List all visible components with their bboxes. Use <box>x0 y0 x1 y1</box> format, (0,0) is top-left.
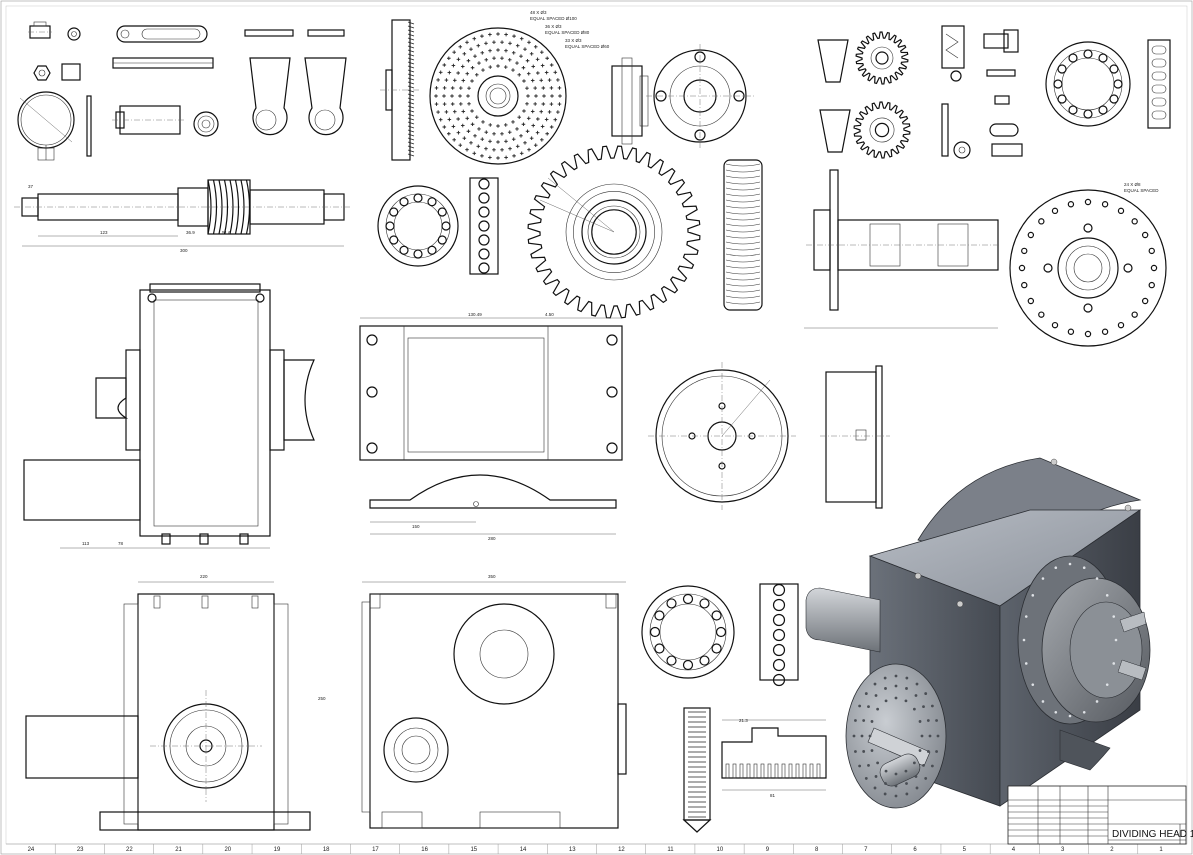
small-spur-gear-b <box>853 101 911 159</box>
shaft-segment-b-dim: 36.9 <box>186 230 195 235</box>
front-base-dim: 78 <box>118 541 124 546</box>
equal-spaced-c-label: EQUAL SPACED Ø60 <box>565 44 610 49</box>
equal-spaced-d-label: EQUAL SPACED <box>1124 188 1159 193</box>
block-length-dim: 81 <box>770 793 776 798</box>
zone-label: 16 <box>421 847 428 853</box>
housing-top-width-dim: 220 <box>200 574 208 579</box>
index-plate-3d-holes <box>852 674 940 798</box>
zone-label: 17 <box>372 847 379 853</box>
small-spur-gear-a <box>855 31 909 85</box>
worm-wheel-edge-teeth <box>725 163 761 305</box>
large-spur-gear <box>527 145 701 319</box>
shaft-segment-c-dim: 51.6 <box>222 230 231 235</box>
zone-label: 10 <box>717 847 724 853</box>
worm-shaft-view <box>14 179 352 247</box>
zone-label: 20 <box>224 847 231 853</box>
lever-plate-views <box>244 29 347 136</box>
worm-wheel-side-view <box>380 19 420 161</box>
slot-plate-views <box>112 25 214 69</box>
chuck-jaw-block <box>721 719 827 791</box>
front-plate-width-dim: 350 <box>488 574 496 579</box>
bearing-balls <box>1053 45 1167 120</box>
zone-label: 7 <box>864 847 868 853</box>
hole-pattern-c-label: 33 X Ø3 <box>565 38 582 43</box>
drawing-title: DIVIDING HEAD 1 <box>1112 829 1193 840</box>
worm-wheel-edge-view <box>723 159 763 311</box>
zone-label: 8 <box>815 847 819 853</box>
block-width-dim: 21.3 <box>739 718 748 723</box>
zone-label: 21 <box>175 847 182 853</box>
bearing-side-balls <box>772 583 786 687</box>
bevel-gear-views <box>817 39 851 153</box>
zone-label: 12 <box>618 847 625 853</box>
plate-right-dim: 4.50 <box>545 312 554 317</box>
index-plate-hole-circles <box>434 32 562 160</box>
zone-label: 3 <box>1061 847 1065 853</box>
circular-cover-front-view <box>648 362 796 510</box>
housing-front-view <box>25 581 311 831</box>
bearing-side-balls <box>478 178 490 274</box>
chuck-ring-holes <box>1022 562 1118 718</box>
zone-label: 13 <box>569 847 576 853</box>
spindle-flange-front-view <box>1009 189 1167 347</box>
zone-label: 2 <box>1110 847 1114 853</box>
zone-label: 1 <box>1159 847 1163 853</box>
shaft-segment-a-dim: 123 <box>100 230 108 235</box>
worm-thread <box>207 179 251 235</box>
arc-plate-length-dim: 150 <box>412 524 420 529</box>
zone-label: 23 <box>77 847 84 853</box>
zone-label: 4 <box>1012 847 1016 853</box>
sheet-size: A3 <box>1181 828 1185 832</box>
top-plate-view <box>359 317 623 461</box>
zone-label: 19 <box>274 847 281 853</box>
small-parts-cluster <box>941 25 1023 159</box>
zone-label: 5 <box>963 847 967 853</box>
bearing-balls <box>385 193 451 259</box>
front-gap-dim: 113 <box>82 541 90 546</box>
equal-spaced-a-label: EQUAL SPACED Ø100 <box>530 16 577 21</box>
index-plate-front-view <box>429 27 567 165</box>
bearing-middle <box>377 177 499 275</box>
hole-pattern-b-label: 36 X Ø3 <box>545 24 562 29</box>
rack-teeth <box>688 711 706 818</box>
zone-label: 6 <box>913 847 917 853</box>
shaft-overall-dim: 300 <box>180 248 188 253</box>
zone-label: 15 <box>470 847 477 853</box>
cylinder-pin-views <box>112 105 219 137</box>
zone-label: 22 <box>126 847 133 853</box>
housing-end-view <box>361 581 627 829</box>
spindle-side-view <box>804 169 1000 329</box>
flange-front-view <box>646 44 754 148</box>
rack-pin-view <box>682 707 712 833</box>
bearing-top-right <box>1045 39 1171 129</box>
ring-disc-view <box>17 91 92 161</box>
housing-side-view <box>23 283 315 549</box>
zone-label: 14 <box>520 847 527 853</box>
zone-label: 9 <box>766 847 770 853</box>
worm-wheel-teeth <box>407 21 415 157</box>
shaft-dia-dim: 37 <box>28 184 34 189</box>
bearing-balls <box>649 593 727 671</box>
zone-label: 18 <box>323 847 330 853</box>
bracket-side-view <box>611 57 649 145</box>
small-nut-views <box>28 21 81 81</box>
zone-label: 24 <box>28 847 35 853</box>
arched-plate-view <box>369 474 617 535</box>
gear-spacing-label: 24 X Ø8 <box>1124 182 1141 187</box>
title-block <box>1007 785 1187 845</box>
jaw-teeth <box>725 763 821 779</box>
housing-overall-dim: 250 <box>318 696 326 701</box>
large-gear-hub <box>539 177 663 281</box>
flange-bolt-holes <box>1018 198 1158 338</box>
hole-pattern-a-label: 48 X Ø3 <box>530 10 547 15</box>
circular-cover-side-view <box>820 365 890 509</box>
equal-spaced-b-label: EQUAL SPACED Ø80 <box>545 30 590 35</box>
dividing-head-3d-render <box>805 457 1151 809</box>
zone-label: 11 <box>667 847 674 853</box>
plate-width-dim: 130.49 <box>468 312 482 317</box>
arc-plate-width-dim: 280 <box>488 536 496 541</box>
